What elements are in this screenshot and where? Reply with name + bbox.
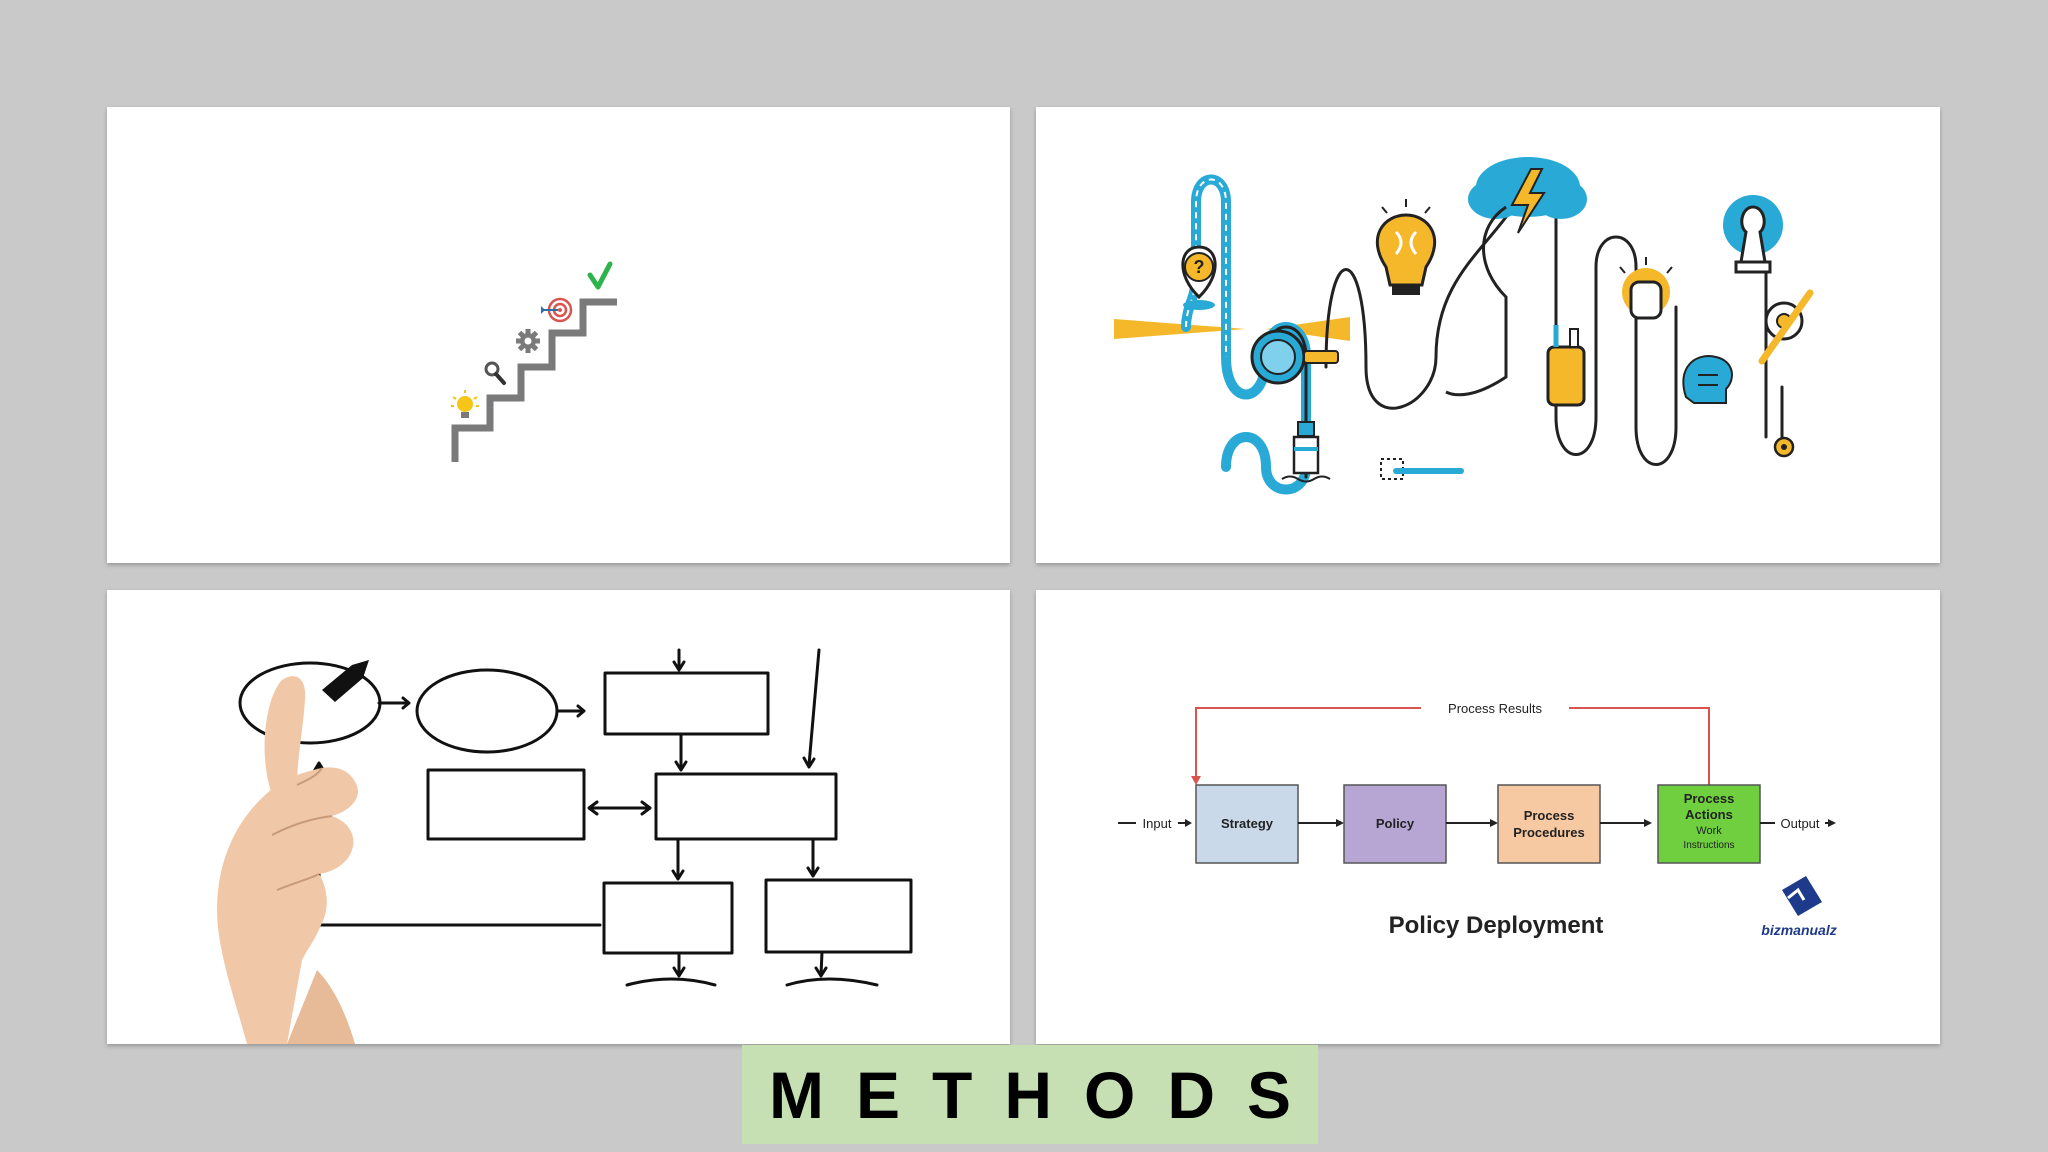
search-icon [484,361,506,385]
magnifier-icon [1250,329,1339,385]
head-arrows-icon [1682,355,1733,404]
flow-box-center [654,772,838,841]
brain-bulb-icon [1375,199,1437,295]
svg-text:Actions: Actions [1685,807,1733,822]
svg-text:Procedures: Procedures [1513,825,1585,840]
bizmanualz-logo: bizmanualz [1761,876,1837,938]
check-icon [587,261,613,290]
gear-icon [516,329,540,353]
staircase-illustration-panel [107,107,1010,563]
caption-text: METHODS [769,1057,1323,1132]
process-box-procedures: Process Procedures [1497,784,1601,864]
question-pin-icon: ? [1181,245,1217,310]
svg-text:bizmanualz: bizmanualz [1761,922,1836,938]
light-beam-left [1114,319,1246,339]
process-box-policy: Policy [1343,784,1447,864]
flow-box-bottom-left [602,881,734,955]
svg-text:Work: Work [1696,825,1722,837]
end-pin-icon [1773,436,1795,458]
svg-text:Process: Process [1684,791,1735,806]
output-label: Output [1780,816,1819,831]
pencil-cup-icon [1546,325,1586,407]
process-box-strategy: Strategy [1195,784,1299,864]
input-label: Input [1143,816,1172,831]
lamp-icon [1619,257,1673,320]
svg-text:Strategy: Strategy [1221,816,1274,831]
hand-drawn-flowchart [217,648,913,1044]
lightbulb-icon [451,390,479,418]
flow-box-left [426,768,586,841]
target-icon [541,297,573,323]
chess-piece-icon [1723,195,1783,274]
svg-text:Process: Process [1524,808,1575,823]
svg-text:Instructions: Instructions [1683,840,1734,851]
creative-journey-illustration: ? [1114,157,1814,495]
creative-journey-panel: ? [1036,107,1940,563]
selection-pencil-icon [1380,458,1464,480]
diagram-title: Policy Deployment [1389,912,1604,939]
staircase-illustration [451,261,617,462]
policy-deployment-panel: Process Results Input Strategy Policy Pr… [1036,590,1940,1044]
svg-text:?: ? [1194,257,1205,277]
gear-pencil-icon [1758,289,1814,365]
flow-ellipse-2 [415,668,559,754]
staircase [451,298,617,462]
feedback-label: Process Results [1448,701,1542,716]
hand-drawn-flowchart-panel [107,590,1010,1044]
process-box-actions: Process Actions Work Instructions [1657,784,1761,864]
hand-with-marker [217,660,369,1044]
methods-caption: METHODS [742,1045,1318,1144]
lighthouse-icon [1281,421,1331,483]
flow-box-bottom-right [764,878,913,954]
policy-deployment-diagram: Process Results Input Strategy Policy Pr… [1118,700,1837,939]
thinking-head-icon [1445,157,1587,397]
svg-text:Policy: Policy [1376,816,1415,831]
feedback-loop: Process Results [1191,700,1710,785]
flow-box-top [603,671,770,736]
